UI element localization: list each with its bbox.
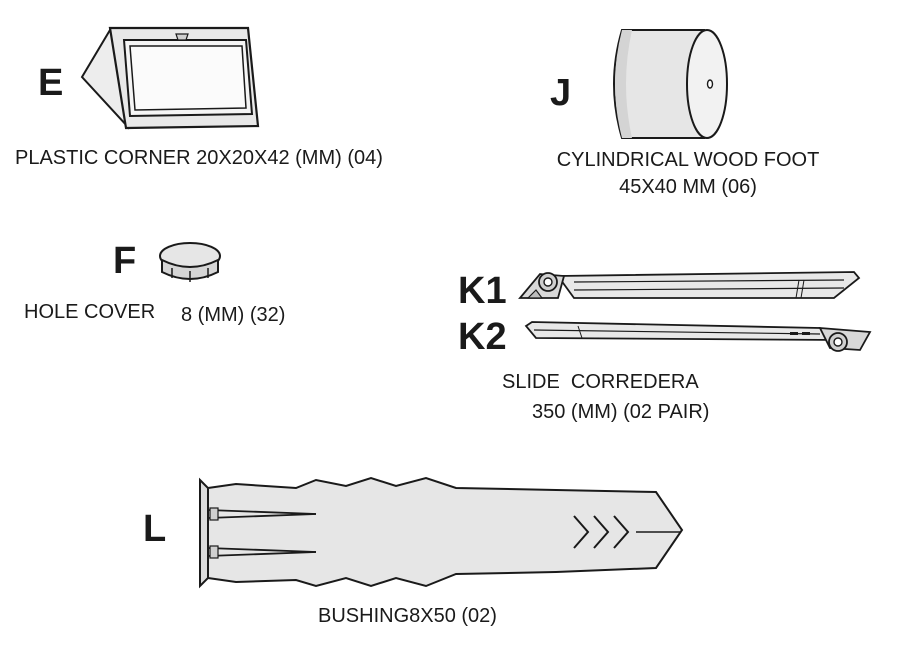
hole-cover-caption-part1: HOLE COVER: [24, 301, 156, 323]
part-letter-j: J: [550, 72, 572, 114]
slide-caption-line1: SLIDE CORREDERA: [502, 371, 699, 393]
bushing-caption: BUSHING8X50 (02): [318, 605, 497, 627]
hole-cover-caption-part2: 8 (MM) (32): [181, 304, 286, 326]
part-letter-k2: K2: [458, 316, 507, 358]
part-letter-e: E: [38, 62, 64, 104]
part-letter-f: F: [113, 240, 137, 282]
slide-caption-line2: 350 (MM) (02 PAIR): [532, 401, 710, 423]
slide-k2-drawing: [524, 321, 872, 352]
part-letter-k1: K1: [458, 270, 507, 312]
wood-foot-caption-line2: 45X40 MM (06): [619, 176, 757, 198]
slide-k1-drawing: [518, 271, 861, 299]
plastic-corner-drawing: [80, 26, 260, 130]
part-letter-l: L: [143, 508, 167, 550]
wood-foot-caption-line1: CYLINDRICAL WOOD FOOT: [556, 149, 820, 171]
bushing-drawing: [199, 476, 684, 589]
hole-cover-drawing: [159, 242, 221, 282]
wood-foot-drawing: [613, 29, 728, 139]
plastic-corner-caption: PLASTIC CORNER 20X20X42 (MM) (04): [15, 147, 383, 169]
